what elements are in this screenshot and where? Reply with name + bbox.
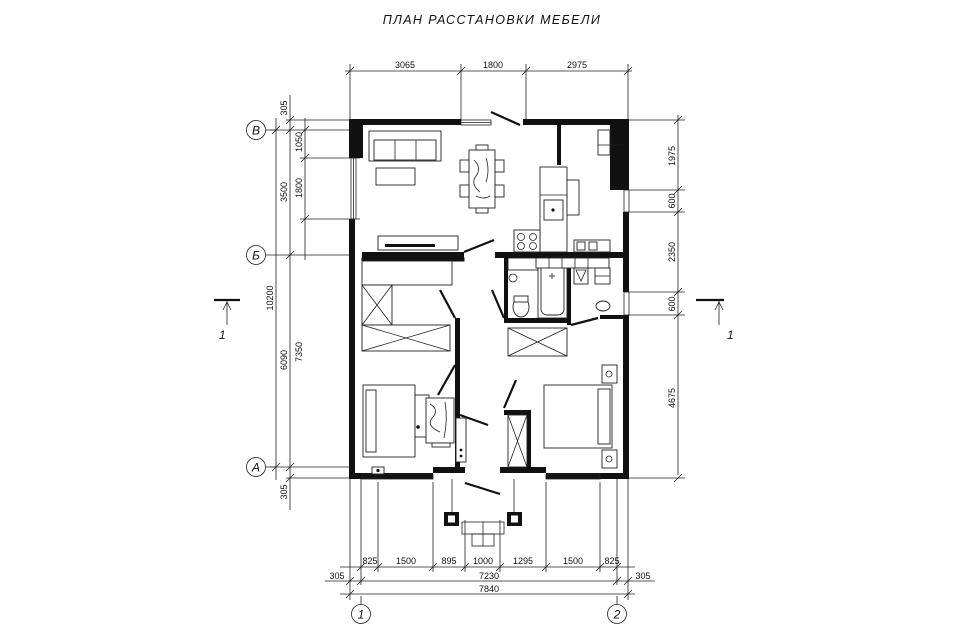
dim-top-3: 2975 bbox=[567, 60, 587, 70]
right-dimension-chain: 1975 600 2350 600 4675 bbox=[628, 115, 685, 483]
left-dimension-chains: 305 1050 1800 3500 10200 6090 7350 305 bbox=[265, 95, 360, 510]
nightstand-bottom bbox=[601, 449, 618, 469]
dim-left-1050: 1050 bbox=[294, 132, 304, 152]
window-right-top bbox=[623, 189, 630, 213]
dim-left-305-bottom: 305 bbox=[279, 484, 289, 499]
axis-label-2: 2 bbox=[613, 608, 621, 622]
axis-markers: В Б А 1 2 bbox=[246, 120, 627, 624]
dim-bottom-825-left: 825 bbox=[362, 556, 377, 566]
washbasin bbox=[573, 267, 589, 285]
tv-unit bbox=[377, 235, 459, 251]
dim-right-600-bottom: 600 bbox=[667, 296, 677, 311]
top-dimension-chain: 3065 1800 2975 bbox=[345, 60, 633, 120]
dim-bottom-1500-right: 1500 bbox=[563, 556, 583, 566]
dim-top-1: 3065 bbox=[395, 60, 415, 70]
axis-bubble-2 bbox=[607, 604, 627, 624]
left-bedroom-furniture bbox=[361, 260, 467, 463]
porch bbox=[444, 479, 522, 547]
window-bottom-right bbox=[545, 473, 601, 480]
dim-bottom-895: 895 bbox=[441, 556, 456, 566]
dim-right-4675: 4675 bbox=[667, 388, 677, 408]
windows bbox=[350, 119, 630, 480]
door-hall-kitchen bbox=[463, 238, 495, 254]
wc-toilet bbox=[595, 300, 611, 312]
dim-bottom-825-right: 825 bbox=[604, 556, 619, 566]
axis-bubble-1 bbox=[351, 604, 371, 624]
door-bedroom-left bbox=[439, 289, 456, 319]
dim-bottom-1000: 1000 bbox=[473, 556, 493, 566]
kitchen-furniture bbox=[513, 129, 623, 253]
stove bbox=[513, 229, 541, 253]
door-entry-top bbox=[490, 110, 521, 127]
dim-bottom-7230: 7230 bbox=[479, 571, 499, 581]
dim-bottom-305-right: 305 bbox=[635, 571, 650, 581]
dim-left-1800: 1800 bbox=[294, 178, 304, 198]
section-label-left: 1 bbox=[219, 328, 226, 342]
dining-table bbox=[468, 149, 496, 209]
interior-walls bbox=[361, 125, 623, 470]
corridor-shelf bbox=[455, 417, 467, 463]
axis-bubble-v bbox=[246, 120, 266, 140]
window-right-bottom bbox=[623, 291, 630, 316]
axis-label-v: В bbox=[252, 124, 260, 138]
entry-shelf bbox=[371, 466, 385, 475]
dim-top-2: 1800 bbox=[483, 60, 503, 70]
right-bedroom-furniture bbox=[507, 327, 618, 469]
doors bbox=[437, 110, 599, 496]
axis-bubble-a bbox=[246, 457, 266, 477]
axis-bubble-b bbox=[246, 245, 266, 265]
section-marker-left: 1 bbox=[214, 298, 240, 342]
axis-label-1: 1 bbox=[358, 608, 365, 622]
dim-bottom-1295: 1295 bbox=[513, 556, 533, 566]
exterior-walls bbox=[349, 119, 629, 479]
section-label-right: 1 bbox=[727, 328, 734, 342]
dim-left-3500: 3500 bbox=[279, 182, 289, 202]
dim-left-6090: 6090 bbox=[279, 350, 289, 370]
bathroom-furniture bbox=[507, 257, 611, 319]
coffee-table bbox=[375, 167, 416, 186]
plan-title: ПЛАН РАССТАНОВКИ МЕБЕЛИ bbox=[383, 13, 601, 27]
axis-label-b: Б bbox=[252, 249, 260, 263]
dim-bottom-7840: 7840 bbox=[479, 584, 499, 594]
dim-right-1975: 1975 bbox=[667, 146, 677, 166]
bath-basin bbox=[508, 273, 518, 283]
nightstand-top bbox=[601, 364, 618, 384]
door-bedroom-right bbox=[502, 379, 518, 409]
dining-chair bbox=[459, 159, 470, 173]
dim-right-2350: 2350 bbox=[667, 242, 677, 262]
window-bottom-left bbox=[361, 473, 434, 480]
wardrobe-top bbox=[361, 260, 453, 286]
dim-right-600-top: 600 bbox=[667, 193, 677, 208]
section-marker-right: 1 bbox=[696, 298, 734, 342]
door-bath bbox=[490, 289, 506, 319]
dim-bottom-305-left: 305 bbox=[329, 571, 344, 581]
dim-left-10200: 10200 bbox=[265, 285, 275, 310]
utility-row bbox=[535, 257, 610, 269]
door-closet bbox=[437, 364, 456, 396]
axis-label-a: А bbox=[251, 461, 260, 475]
dim-left-7350: 7350 bbox=[294, 342, 304, 362]
dim-left-305-top: 305 bbox=[279, 100, 289, 115]
fridge bbox=[566, 179, 580, 216]
bottom-dimension-chains: 825 1500 895 1000 1295 1500 825 305 7230… bbox=[325, 478, 655, 600]
door-entrance bbox=[464, 481, 501, 496]
door-wc bbox=[570, 316, 599, 327]
living-room-furniture bbox=[368, 130, 505, 251]
door-corridor bbox=[459, 413, 489, 427]
dim-bottom-1500-left: 1500 bbox=[396, 556, 416, 566]
